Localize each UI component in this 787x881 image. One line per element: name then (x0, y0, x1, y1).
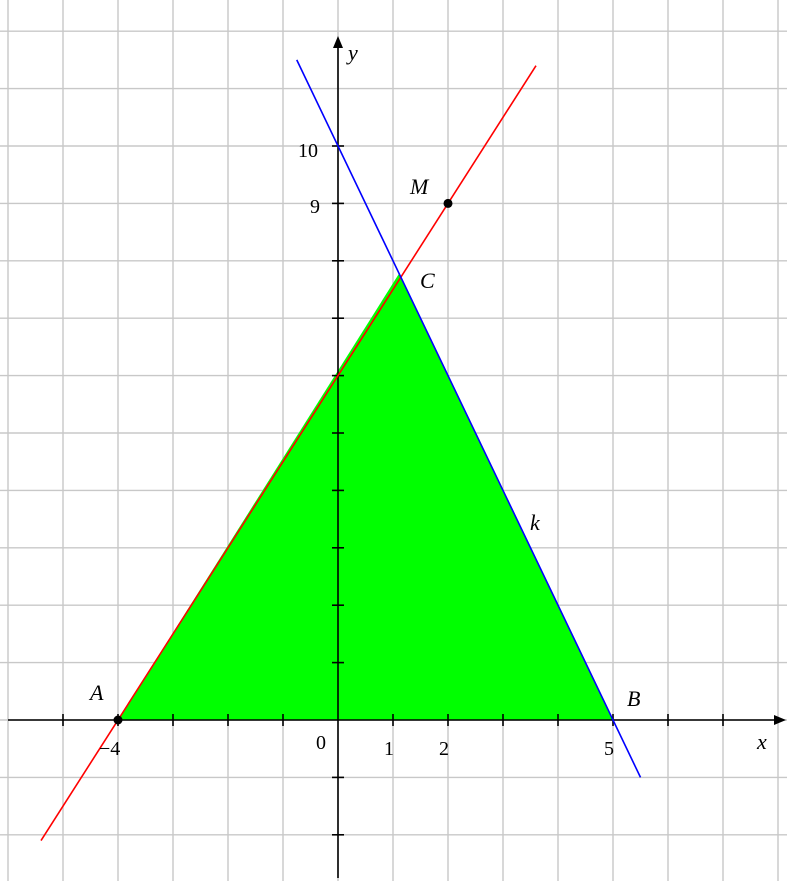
origin-label: 0 (316, 732, 326, 754)
x-axis-arrow (774, 715, 786, 725)
x-tick-label-1: 1 (384, 738, 394, 760)
point-b-label: B (627, 686, 640, 711)
x-tick-label-2: 2 (439, 738, 449, 760)
axes (8, 36, 786, 878)
point-m-marker (443, 198, 453, 208)
x-tick-label-5: 5 (604, 738, 614, 760)
point-m-label: M (409, 174, 430, 199)
blue-line-k (296, 59, 642, 778)
point-c-label: C (420, 268, 435, 293)
x-axis-label: x (756, 729, 767, 754)
point-a-label: A (88, 680, 104, 705)
y-tick-label-10: 10 (298, 140, 318, 162)
line-k-label: k (530, 510, 541, 535)
red-line (40, 65, 537, 841)
point-a-marker (113, 715, 123, 725)
x-tick-label-neg4: −4 (99, 738, 120, 760)
shaded-triangle-region (118, 273, 613, 720)
y-axis-label: y (346, 40, 358, 65)
y-axis-arrow (333, 36, 343, 48)
y-tick-label-9: 9 (310, 196, 320, 218)
